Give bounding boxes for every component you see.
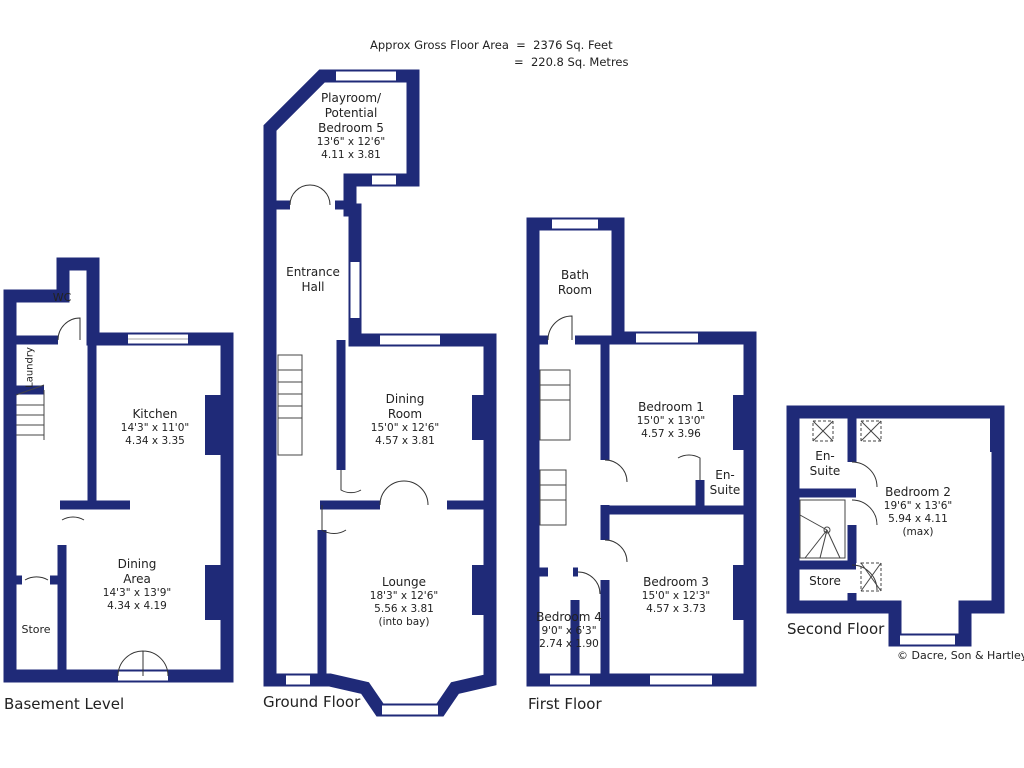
- room-note: (max): [902, 526, 934, 538]
- room-metric: 4.34 x 4.19: [107, 600, 167, 612]
- room-imperial: 15'0" x 13'0": [636, 415, 706, 427]
- room-name: Bedroom 3: [643, 575, 709, 589]
- room-imperial: 14'3" x 13'9": [102, 587, 172, 599]
- ground-walls: [263, 69, 497, 717]
- room-note: (into bay): [378, 616, 430, 628]
- room-name: Bedroom 4: [536, 610, 602, 624]
- gross-area-sqft: Approx Gross Floor Area = 2376 Sq. Feet: [370, 38, 613, 52]
- second-floor-walls: [786, 405, 1005, 647]
- room-name: Kitchen: [132, 407, 178, 421]
- floor-title-first: First Floor: [528, 695, 602, 713]
- room-metric: 4.57 x 3.73: [646, 603, 706, 615]
- room-name: Dining Area: [117, 557, 157, 586]
- room-entrance-hall: Entrance Hall: [286, 265, 340, 294]
- floor-title-second: Second Floor: [787, 620, 885, 638]
- room-store: Store: [21, 623, 51, 636]
- room-store-second: Store: [809, 574, 841, 588]
- room-en-suite-first: En-Suite: [709, 468, 741, 497]
- room-imperial: 9'0" x 6'3": [541, 625, 597, 637]
- room-metric: 4.57 x 3.96: [641, 428, 701, 440]
- room-imperial: 19'6" x 13'6": [883, 500, 953, 512]
- room-name: Playroom/ Potential Bedroom 5: [318, 91, 384, 135]
- room-imperial: 18'3" x 12'6": [369, 590, 439, 602]
- room-name: Lounge: [381, 575, 427, 589]
- room-laundry: Laundry: [24, 347, 36, 388]
- basement-walls: [3, 257, 234, 683]
- room-metric: 4.11 x 3.81: [321, 149, 381, 161]
- room-name: Dining Room: [385, 392, 425, 421]
- floor-title-ground: Ground Floor: [263, 693, 361, 711]
- room-metric: 4.57 x 3.81: [375, 435, 435, 447]
- room-wc: WC: [52, 291, 72, 304]
- copyright: © Dacre, Son & Hartley: [897, 649, 1024, 662]
- room-metric: 2.74 x 1.90: [539, 638, 599, 650]
- room-metric: 4.34 x 3.35: [125, 435, 185, 447]
- room-name: Bedroom 1: [638, 400, 704, 414]
- room-bath-room: Bath Room: [557, 268, 593, 297]
- room-imperial: 15'0" x 12'3": [641, 590, 711, 602]
- room-en-suite-second: En-Suite: [809, 449, 841, 478]
- floor-title-basement: Basement Level: [4, 695, 125, 713]
- room-metric: 5.56 x 3.81: [374, 603, 434, 615]
- room-metric: 5.94 x 4.11: [888, 513, 948, 525]
- room-imperial: 14'3" x 11'0": [120, 422, 190, 434]
- room-name: Bedroom 2: [885, 485, 951, 499]
- first-floor-walls: [526, 217, 757, 687]
- room-imperial: 15'0" x 12'6": [370, 422, 440, 434]
- gross-area-sqm: = 220.8 Sq. Metres: [514, 55, 629, 69]
- room-imperial: 13'6" x 12'6": [316, 136, 386, 148]
